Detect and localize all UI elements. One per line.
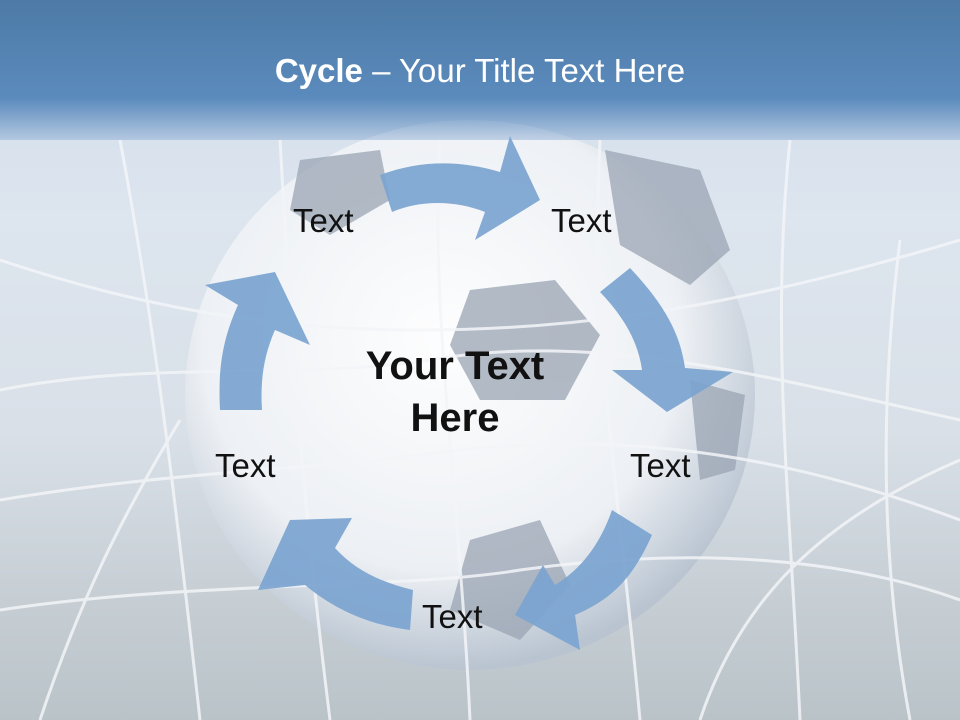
- cycle-label-bottom: Text: [422, 598, 483, 635]
- center-text-line2: Here: [410, 396, 500, 440]
- cycle-label-top-right: Text: [551, 202, 612, 239]
- title-rest: – Your Title Text Here: [362, 52, 686, 89]
- center-text: Your Text Here: [330, 340, 580, 444]
- title-bold: Cycle: [274, 52, 363, 89]
- cycle-arrow-right: [600, 268, 733, 412]
- center-text-line1: Your Text: [365, 344, 545, 388]
- cycle-arrow-left: [205, 272, 310, 410]
- cycle-label-left: Text: [215, 447, 276, 484]
- cycle-arrow-bottom-left: [258, 518, 413, 630]
- cycle-arrow-top: [380, 136, 540, 240]
- cycle-arrow-bottom-right: [515, 510, 652, 650]
- slide-title: Cycle – Your Title Text Here: [0, 52, 960, 90]
- cycle-label-right: Text: [630, 447, 691, 484]
- cycle-label-top-left: Text: [293, 202, 354, 239]
- goal-net: [0, 139, 960, 720]
- title-band: [0, 0, 960, 140]
